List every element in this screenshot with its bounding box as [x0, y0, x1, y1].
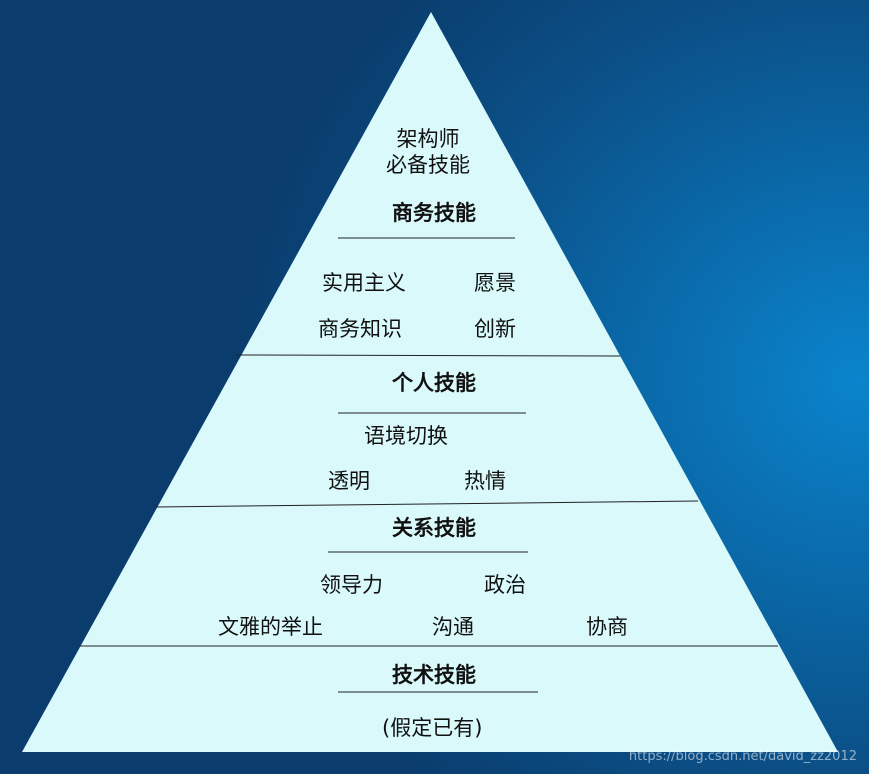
personal-skills-heading: 个人技能	[392, 371, 476, 395]
watermark: https://blog.csdn.net/david_zz2012	[628, 749, 857, 764]
tier-divider-2	[155, 500, 699, 508]
business-skills-heading: 商务技能	[392, 201, 476, 225]
relational-item-leadership: 领导力	[320, 573, 383, 597]
pyramid-title-line1: 架构师	[396, 127, 460, 151]
personal-item-transparency: 透明	[328, 469, 370, 493]
relational-skills-heading: 关系技能	[392, 516, 476, 540]
personal-item-passion: 热情	[464, 469, 506, 493]
pyramid-title-line2: 必备技能	[386, 153, 470, 177]
relational-item-negotiation: 协商	[586, 615, 628, 639]
tier-divider-1	[235, 354, 621, 357]
relational-item-manners: 文雅的举止	[218, 615, 323, 639]
business-item-vision: 愿景	[474, 271, 516, 295]
business-item-knowledge: 商务知识	[318, 317, 402, 341]
personal-item-context-switch: 语境切换	[364, 424, 448, 448]
pyramid-shape	[22, 12, 838, 752]
business-item-innovation: 创新	[474, 317, 516, 341]
business-item-pragmatism: 实用主义	[322, 271, 406, 295]
technical-item-assumed: (假定已有)	[382, 716, 483, 740]
relational-item-politics: 政治	[484, 573, 526, 597]
relational-item-communication: 沟通	[432, 615, 474, 639]
technical-skills-heading: 技术技能	[392, 663, 476, 687]
